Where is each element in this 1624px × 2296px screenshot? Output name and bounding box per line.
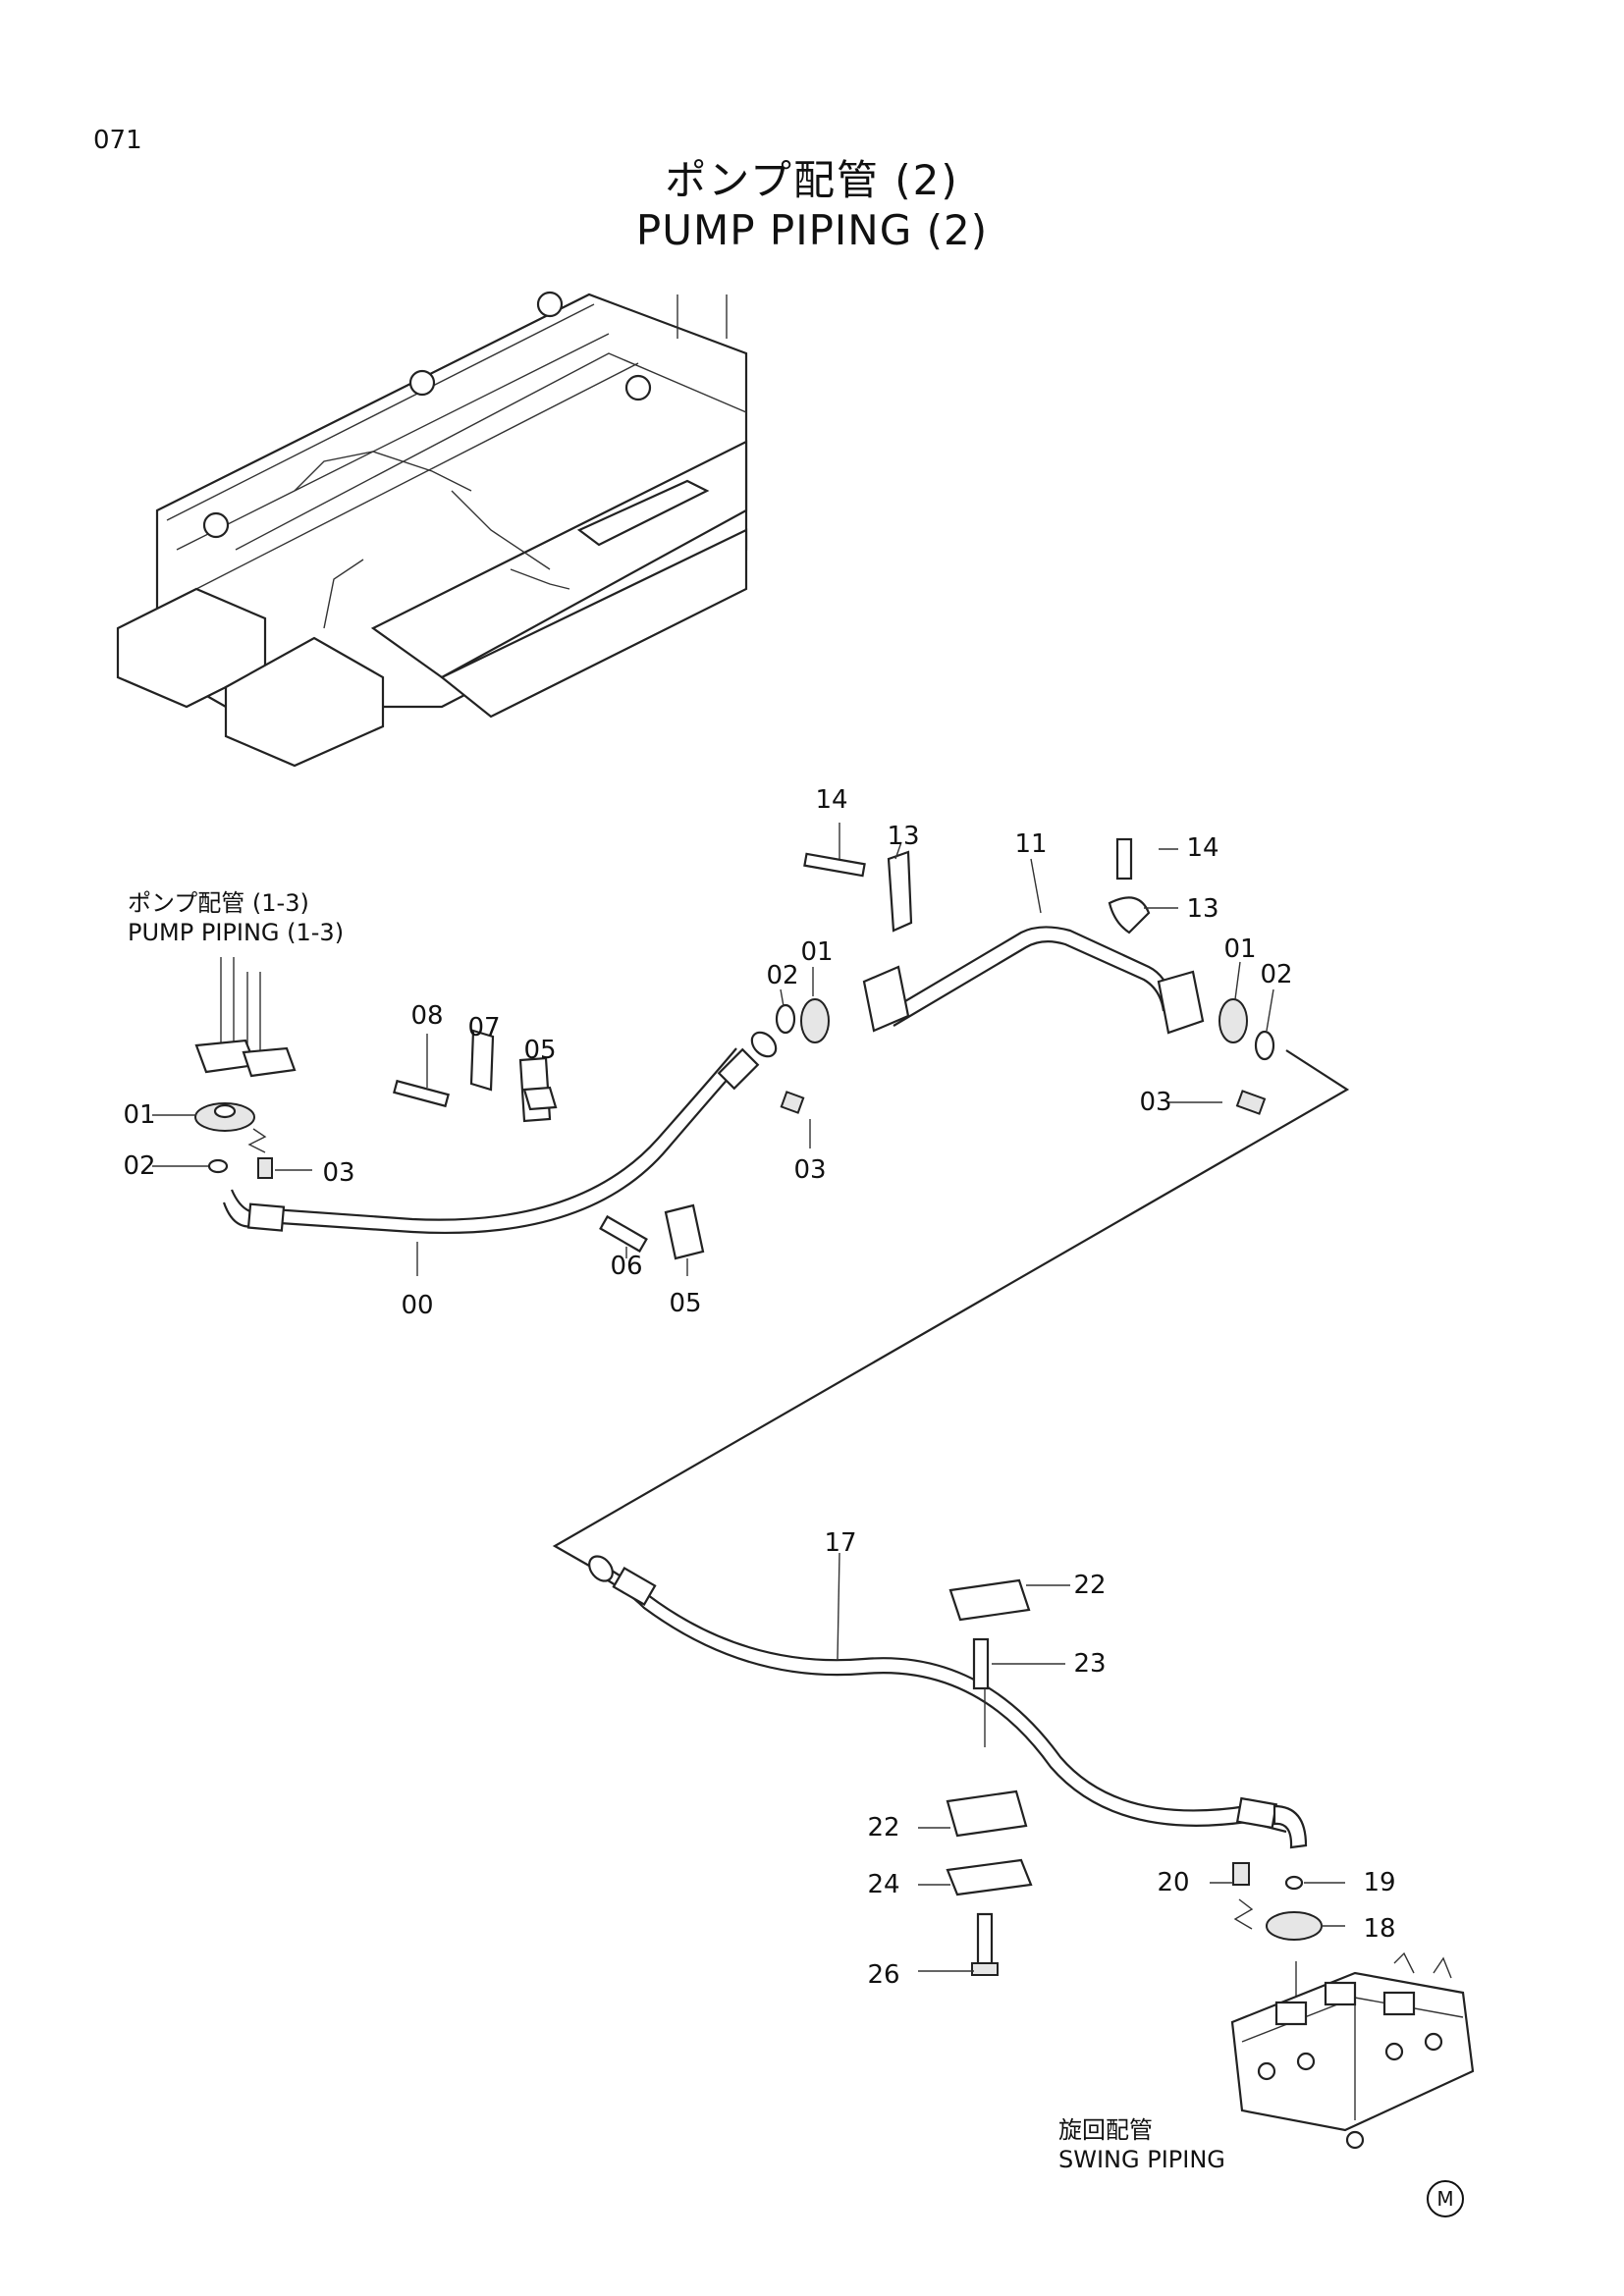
part-label[interactable]: 06 [610,1252,643,1281]
part-label[interactable]: 07 [467,1013,501,1042]
manual-mark-badge: M [1427,2180,1464,2217]
pipe-11 [803,837,1205,1035]
part-label[interactable]: 05 [669,1289,702,1318]
part-label[interactable]: 08 [410,1001,444,1031]
part-label[interactable]: 13 [1186,894,1219,924]
part-label[interactable]: 18 [1363,1914,1396,1944]
part-label[interactable]: 03 [793,1155,827,1185]
part-label[interactable]: 02 [766,961,799,990]
page-title-japanese: ポンプ配管 (2) [665,156,959,204]
part-label[interactable]: 03 [322,1158,355,1188]
part-label[interactable]: 17 [824,1528,857,1558]
part-label[interactable]: 26 [867,1960,900,1990]
hose-00 [222,1031,778,1235]
lower-clamp-parts [946,1578,1033,1976]
page-title-english: PUMP PIPING (2) [635,206,989,254]
part-label[interactable]: 11 [1014,829,1048,859]
pump-piping-reference-japanese: ポンプ配管 (1-3) [128,889,309,917]
part-label[interactable]: 14 [815,785,848,815]
hose-17 [588,1555,1308,1849]
leader-lines [152,823,1345,1972]
part-label[interactable]: 05 [523,1036,557,1065]
lower-flange-parts [1232,1862,1323,2002]
connection-line [552,1049,1350,1567]
part-label[interactable]: 01 [800,937,834,967]
part-label[interactable]: 00 [401,1291,434,1320]
part-label[interactable]: 14 [1186,833,1219,863]
pump-piping-connection [194,957,297,1179]
pump-piping-reference-english: PUMP PIPING (1-3) [128,919,345,946]
part-label[interactable]: 19 [1363,1868,1396,1897]
upper-flange-parts [775,998,1275,1115]
part-label[interactable]: 23 [1073,1649,1107,1679]
part-label[interactable]: 13 [887,822,920,851]
page-number: 071 [93,126,142,155]
swing-piping-reference-english: SWING PIPING [1058,2146,1225,2173]
part-label[interactable]: 01 [1223,934,1257,964]
part-label[interactable]: 20 [1157,1868,1190,1897]
swing-piping-reference[interactable]: 旋回配管 SWING PIPING [1058,2115,1225,2174]
part-label[interactable]: 03 [1139,1088,1172,1117]
pump-piping-reference[interactable]: ポンプ配管 (1-3) PUMP PIPING (1-3) [128,888,344,947]
frame-overview-drawing [116,291,748,768]
swing-piping-reference-japanese: 旋回配管 [1058,2116,1153,2144]
part-label[interactable]: 01 [123,1100,156,1130]
part-label[interactable]: 24 [867,1870,900,1899]
part-label[interactable]: 02 [1260,960,1293,989]
part-label[interactable]: 22 [867,1813,900,1842]
clamp-parts [393,1029,705,1260]
control-valve-drawing [1230,1951,1475,2150]
part-label[interactable]: 22 [1073,1571,1107,1600]
part-label[interactable]: 02 [123,1151,156,1181]
